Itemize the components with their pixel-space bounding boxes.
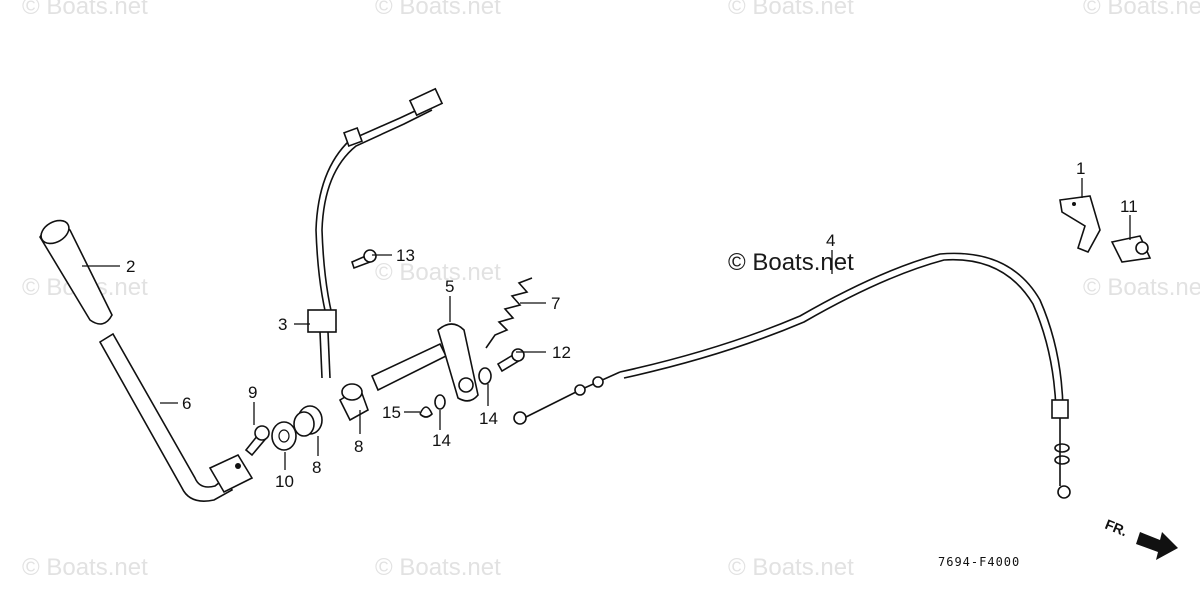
callout-8b: 8 [354,437,363,456]
diagram-code: 7694-F4000 [938,555,1020,569]
callout-13: 13 [396,246,415,265]
callout-labels: 1 2 3 4 5 6 7 8 8 9 10 11 12 13 14 14 15 [126,159,1138,491]
watermark: © Boats.net [1083,274,1200,301]
watermark-group: © Boats.net © Boats.net © Boats.net © Bo… [22,0,1200,581]
part-shaft-5 [370,323,479,402]
front-label: FR. [1103,516,1130,539]
callout-9: 9 [248,383,257,402]
watermark: © Boats.net [375,0,501,20]
callout-14b: 14 [432,431,451,450]
part-washer-14a [478,367,492,385]
part-clip-15 [419,406,433,418]
part-bolt-9 [244,425,270,457]
callout-2: 2 [126,257,135,276]
part-spring-7 [485,277,533,349]
part-bushing-8a [293,405,323,437]
watermark: © Boats.net [728,0,854,20]
callout-8a: 8 [312,458,321,477]
callout-5: 5 [445,277,454,296]
watermark: © Boats.net [22,554,148,581]
watermark-main: © Boats.net [728,249,854,276]
callout-6: 6 [182,394,191,413]
callout-15: 15 [382,403,401,422]
part-bushing-8b [338,383,369,422]
part-cable-4 [513,252,1071,499]
callout-7: 7 [551,294,560,313]
callout-11: 11 [1120,197,1138,216]
part-pin-12 [496,348,525,373]
part-lever-arm [98,332,254,502]
part-washer-14b [434,394,446,410]
callout-1: 1 [1076,159,1085,178]
part-grip [39,219,113,325]
watermark: © Boats.net [1083,0,1200,20]
callout-3: 3 [278,315,287,334]
watermark: © Boats.net [375,259,501,286]
watermark: © Boats.net [22,0,148,20]
callout-12: 12 [552,343,571,362]
part-clamp-11 [1110,235,1152,263]
part-screw-13 [351,249,377,270]
watermark: © Boats.net [375,554,501,581]
leader-lines [82,178,1131,470]
callout-10: 10 [275,472,294,491]
part-switch-harness [307,87,444,379]
arrow-icon [1136,532,1178,560]
part-bracket-1 [1059,195,1101,254]
callout-4: 4 [826,231,835,250]
callout-14a: 14 [479,409,498,428]
watermark: © Boats.net [728,554,854,581]
front-direction-indicator: FR. [1103,516,1178,560]
